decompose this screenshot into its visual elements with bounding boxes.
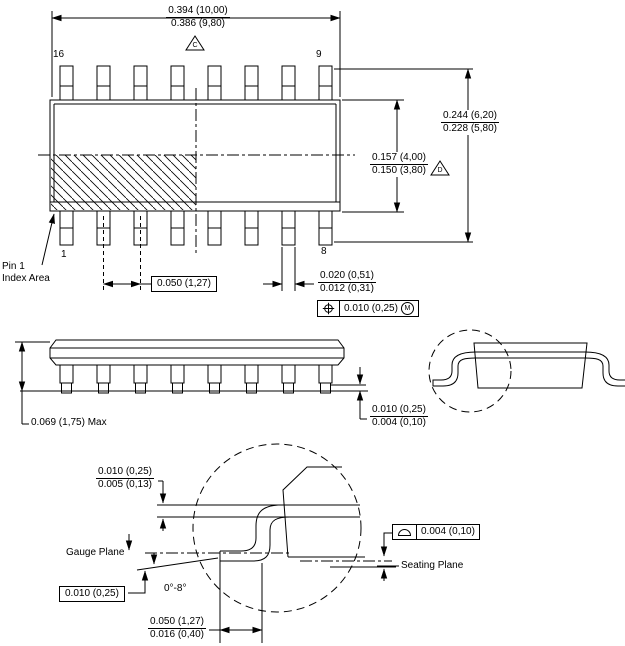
- detail-reference-circle: [428, 329, 512, 413]
- position-tolerance-icon: [318, 301, 339, 316]
- dim-overall-width: 0.394 (10,00) 0.386 (9,80): [166, 5, 230, 29]
- lead-angle-line: [136, 557, 219, 571]
- dim-package-height: 0.069 (1,75) Max: [31, 417, 107, 428]
- seating-plane-label: Seating Plane: [401, 560, 464, 571]
- pin-number-1: 1: [61, 249, 67, 260]
- position-tolerance-frame: 0.010 (0,25) M: [317, 300, 419, 317]
- dim-lead-thickness: 0.010 (0,25) 0.005 (0,13): [96, 466, 154, 490]
- side-view-leads: [59, 364, 333, 394]
- position-tolerance-value: 0.010 (0,25) M: [339, 301, 418, 316]
- lead-angle-label: 0°-8°: [164, 583, 187, 594]
- dim-gauge-offset-box: 0.010 (0,25): [59, 586, 125, 602]
- lead-inner-curve: [220, 516, 291, 562]
- package-body-end-view: [473, 342, 588, 389]
- seating-flatness-frame: 0.004 (0,10): [392, 524, 480, 540]
- end-view-left-lead: [432, 351, 477, 387]
- pin1-index-label: Pin 1 Index Area: [2, 261, 50, 284]
- pin-number-9: 9: [316, 49, 322, 60]
- package-body-side-view: [49, 339, 345, 366]
- dim-body-depth: 0.157 (4,00) 0.150 (3,80): [361, 152, 437, 177]
- dim-pitch-box: 0.050 (1,27): [151, 276, 217, 292]
- pin-number-16: 16: [53, 49, 65, 60]
- dim-standoff: 0.010 (0,25) 0.004 (0,10): [370, 404, 428, 428]
- seating-flatness-value: 0.004 (0,10): [416, 525, 479, 539]
- max-material-condition-icon: M: [400, 302, 414, 315]
- pin-number-8: 8: [321, 246, 327, 257]
- pin1-index-hatch: [51, 155, 196, 210]
- detail-view-circle: [192, 443, 362, 613]
- dim-foot-length: 0.050 (1,27) 0.016 (0,40): [148, 616, 206, 640]
- dim-lead-width: 0.020 (0,51) 0.012 (0,31): [318, 270, 376, 294]
- revision-flag-c-icon: C: [185, 35, 205, 51]
- revision-flag-d-icon: D: [430, 160, 450, 176]
- end-view-lines: [428, 329, 625, 413]
- body-edge-detail: [282, 466, 365, 558]
- lead-outer-curve: [220, 504, 293, 552]
- side-view-lines: [15, 339, 368, 425]
- pin1-leader-arrow: [41, 213, 55, 266]
- dim-overall-depth: 0.244 (6,20) 0.228 (5,80): [432, 110, 508, 135]
- end-view-right-lead: [584, 351, 625, 387]
- top-view-lines: [38, 11, 473, 291]
- seating-plane-symbol-icon: [393, 525, 416, 539]
- gauge-plane-label: Gauge Plane: [66, 547, 125, 558]
- lead-detail-lines: [125, 443, 399, 643]
